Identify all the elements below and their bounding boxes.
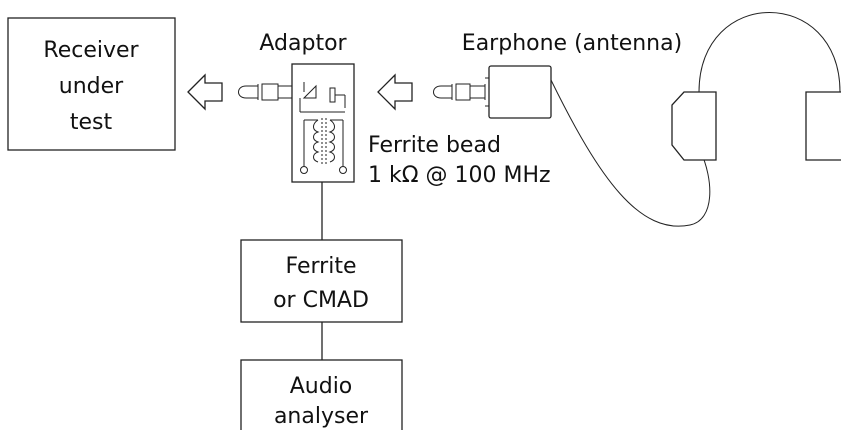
ferrite-cmad-block: Ferrite or CMAD [240,239,403,323]
receiver-under-test-block: Receiver under test [7,17,176,151]
headphones-icon [671,12,841,161]
ferrite-bead-label: Ferrite bead [368,133,501,158]
receiver-label-line-3: test [70,110,113,135]
left-arrow-icon [187,73,223,111]
ferrite-bead-icon [300,118,347,174]
audio-analyser-label-line-1: Audio [290,374,353,399]
receiver-label-line-1: Receiver [43,38,139,63]
audio-analyser-label-line-2: analyser [274,404,369,429]
adaptor-label: Adaptor [259,31,347,56]
adaptor-body [291,63,355,183]
ferrite-cmad-label-line-2: or CMAD [273,288,369,313]
ferrite-cmad-label-line-1: Ferrite [286,254,357,279]
ferrite-bead-spec-label: 1 kΩ @ 100 MHz [368,163,551,188]
earphone-plug-icon [433,65,552,119]
audio-analyser-block: Audio analyser [240,359,403,430]
earphone-cable [550,79,711,227]
receiver-label-line-2: under [59,74,124,99]
adaptor-plug-icon [238,83,292,101]
middle-arrow-icon [377,73,413,111]
earphone-label: Earphone (antenna) [462,31,682,56]
